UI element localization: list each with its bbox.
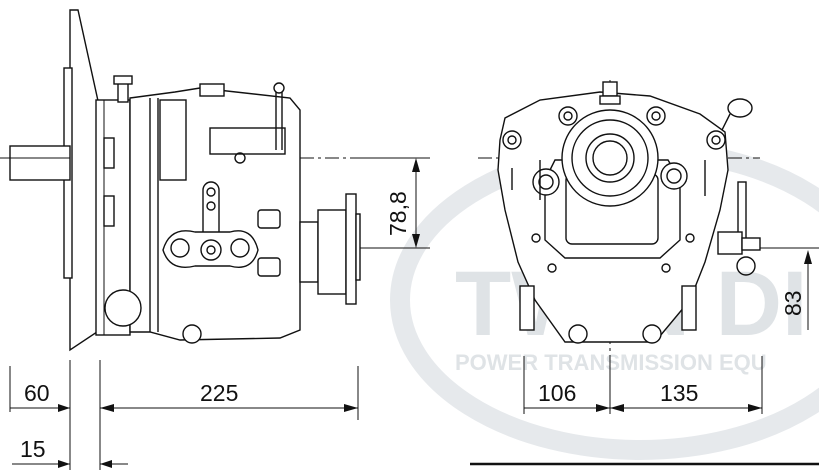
output-coupling	[299, 193, 361, 305]
lever-pin	[717, 98, 761, 276]
dimension-front-height: 83	[760, 247, 819, 330]
dimension-lines-side	[9, 360, 359, 470]
dimension-lines-front	[470, 356, 819, 466]
dim-15: 15	[20, 436, 46, 462]
front-housing	[497, 91, 729, 343]
dipstick	[275, 92, 283, 150]
watermark-tagline: POWER TRANSMISSION EQU	[455, 350, 767, 375]
dim-78-8: 78,8	[385, 191, 411, 236]
shift-lever	[162, 181, 259, 268]
dim-106: 106	[538, 380, 576, 406]
front-view: 83 106 135	[470, 80, 819, 466]
dimension-flange-offset: 78,8	[360, 157, 430, 249]
bolt-pattern	[502, 106, 726, 344]
dim-83: 83	[780, 290, 806, 316]
side-view: 78,8 60 225 15	[0, 9, 430, 470]
spline-hub	[561, 109, 659, 207]
dim-60: 60	[24, 380, 50, 406]
input-shaft	[9, 145, 71, 181]
drain-plug	[104, 289, 142, 327]
dim-135: 135	[660, 380, 698, 406]
dim-225: 225	[200, 380, 238, 406]
